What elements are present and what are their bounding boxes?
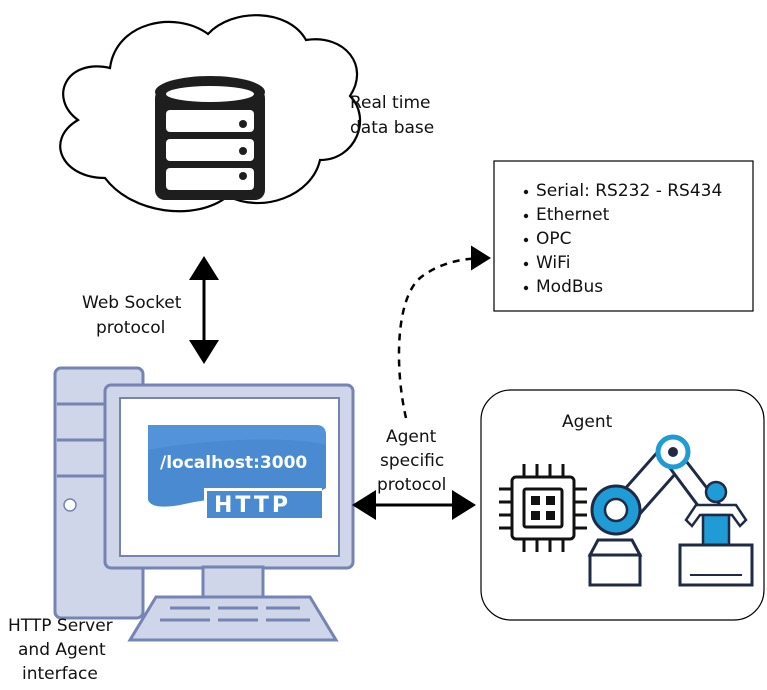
agent-link-label-line2: specific [380,451,444,471]
protocol-list-box: Serial: RS232 - RS434 Ethernet OPC WiFi … [493,160,754,312]
robot-arm-icon [587,434,754,587]
database-icon [155,76,265,200]
agent-link-label-line1: Agent [386,427,437,447]
http-badge-text: HTTP [214,493,291,518]
http-badge: HTTP [204,488,322,518]
database-label-line2: data base [350,118,434,138]
websocket-label-line2: protocol [96,318,165,338]
microchip-icon [499,464,587,552]
server-label-line2: and Agent [18,640,106,660]
protocol-item-opc: OPC [536,229,572,249]
dashed-arrow [397,245,491,419]
localhost-url: /localhost:3000 [160,453,307,473]
server-label-line1: HTTP Server [8,616,113,636]
protocol-item-ethernet: Ethernet [536,205,610,225]
websocket-label-line1: Web Socket [82,293,182,313]
protocol-item-serial: Serial: RS232 - RS434 [536,181,722,201]
agent-link-label-line3: protocol [377,475,446,495]
localhost-badge: /localhost:3000 [148,425,326,507]
protocol-item-modbus: ModBus [536,277,603,297]
server-label-line3: interface [22,664,98,684]
protocol-item-wifi: WiFi [536,253,570,273]
database-label-line1: Real time [350,93,430,113]
agent-title: Agent [562,412,613,432]
